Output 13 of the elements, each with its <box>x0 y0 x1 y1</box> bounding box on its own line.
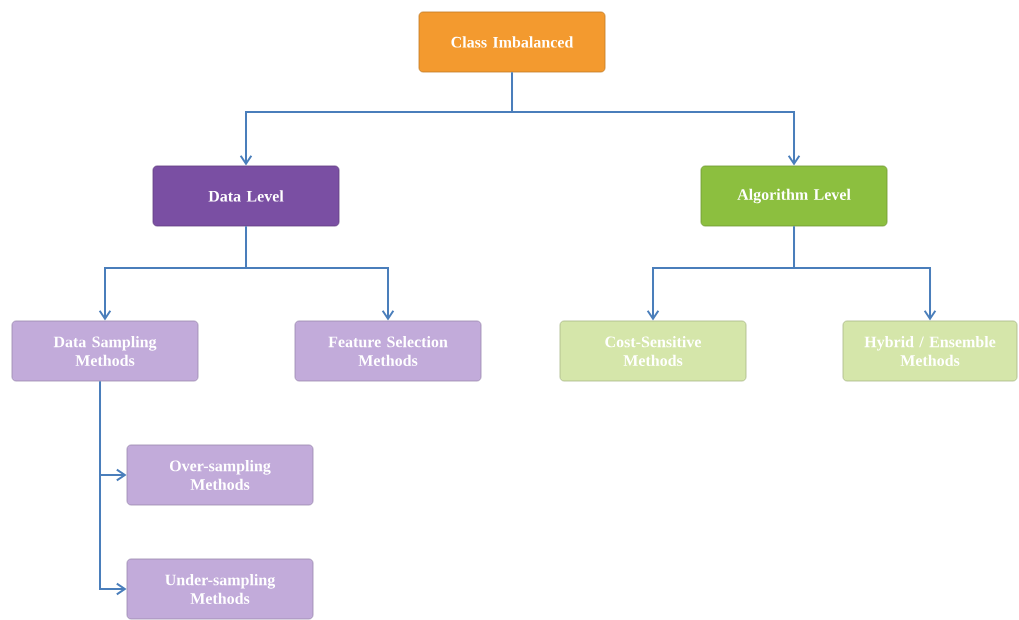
connector-arrow <box>511 71 801 166</box>
category-box: Over-sampling Methods <box>126 444 314 506</box>
category-box: Hybrid / Ensemble Methods <box>842 320 1018 382</box>
category-box: Cost-Sensitive Methods <box>559 320 747 382</box>
category-box: Data Sampling Methods <box>11 320 199 382</box>
connector-arrow <box>245 225 395 321</box>
connector-arrow <box>99 380 127 596</box>
category-box: Data Level <box>152 165 340 227</box>
category-box: Feature Selection Methods <box>294 320 482 382</box>
connector-arrow <box>793 225 937 321</box>
category-box: Under-sampling Methods <box>126 558 314 620</box>
category-box: Algorithm Level <box>700 165 888 227</box>
category-box: Class Imbalanced <box>418 11 606 73</box>
